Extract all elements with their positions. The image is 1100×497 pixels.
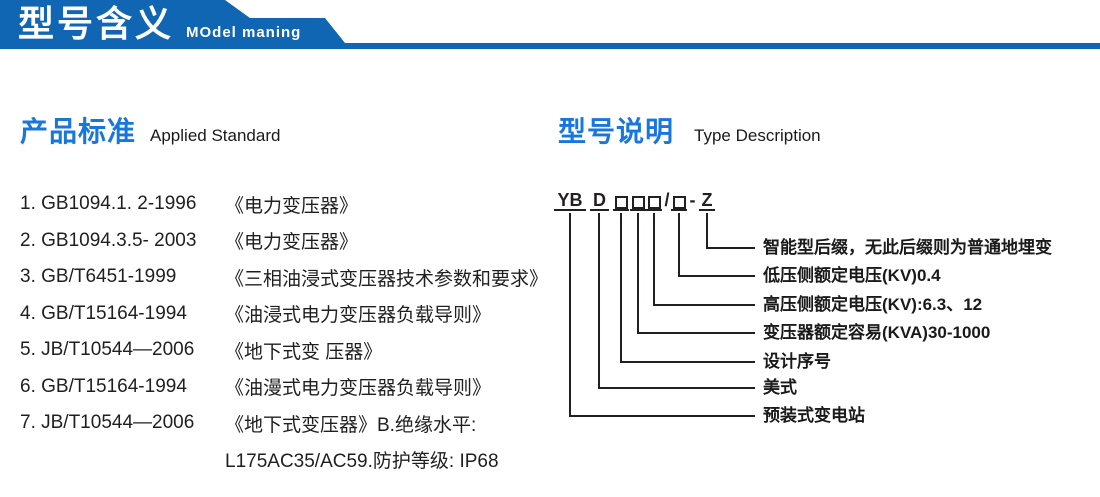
connector-line	[569, 415, 755, 417]
standard-title: L175AC35/AC59.防护等级: IP68	[225, 451, 499, 473]
list-item: 3. GB/T6451-1999 《三相油浸式变压器技术参数和要求》	[20, 259, 560, 296]
label-lv-voltage: 低压侧额定电压(KV)0.4	[763, 266, 941, 285]
label-design-serial: 设计序号	[763, 352, 831, 371]
standard-code: 6. GB/T15164-1994	[20, 375, 187, 397]
heading-zh: 产品标准	[20, 116, 137, 147]
list-item: 2. GB1094.3.5- 2003 《电力变压器》	[20, 223, 560, 260]
applied-standard-heading: 产品标准 Applied Standard	[20, 110, 280, 150]
connector-line	[653, 304, 755, 306]
list-item: 4. GB/T15164-1994 《油浸式电力变压器负载导则》	[20, 296, 560, 333]
connector-line	[598, 387, 755, 389]
connector-line	[706, 247, 755, 249]
label-rated-capacity: 变压器额定容易(KVA)30-1000	[763, 323, 991, 342]
model-box-underline	[646, 193, 662, 211]
connector-line	[620, 361, 755, 363]
label-hv-voltage: 高压侧额定电压(KV):6.3、12	[763, 295, 983, 314]
connector-line	[653, 213, 655, 306]
standard-code: 1. GB1094.1. 2-1996	[20, 193, 197, 215]
model-part-yb: YB	[554, 191, 586, 211]
standard-title: 《电力变压器》	[225, 232, 359, 254]
standard-code: 4. GB/T15164-1994	[20, 302, 187, 324]
model-part-d: D	[590, 191, 609, 211]
banner-ribbon	[0, 0, 1100, 49]
model-box	[673, 196, 686, 209]
model-suffix-z: Z	[699, 191, 715, 211]
standard-title: 《电力变压器》	[225, 195, 359, 217]
model-box	[615, 196, 628, 209]
connector-line	[620, 213, 622, 363]
standard-title: 《油漫式电力变压器负载导则》	[225, 378, 492, 400]
standard-title: 《三相油浸式变压器技术参数和要求》	[225, 268, 549, 290]
label-prefab-substation: 预装式变电站	[763, 406, 865, 425]
connector-line	[569, 213, 571, 417]
heading-zh: 型号说明	[558, 116, 675, 147]
page-title-en: MOdel maning	[186, 24, 302, 41]
connector-line	[706, 213, 708, 249]
connector-line	[598, 213, 600, 389]
list-item: 1. GB1094.1. 2-1996 《电力变压器》	[20, 186, 560, 223]
list-item: 7. JB/T10544—2006 《地下式变压器》B.绝缘水平:	[20, 405, 560, 442]
label-smart-suffix: 智能型后缀，无此后缀则为普通地埋变	[763, 238, 1052, 257]
model-box	[648, 196, 661, 209]
page-title: 型号含义	[18, 3, 175, 44]
standard-code: 5. JB/T10544—2006	[20, 339, 195, 361]
list-item: 5. JB/T10544—2006 《地下式变 压器》	[20, 332, 560, 369]
connector-line	[637, 213, 639, 334]
standard-title: 《地下式变 压器》	[225, 341, 383, 363]
model-box-capacity-underline	[613, 193, 629, 211]
label-american-style: 美式	[763, 378, 797, 397]
heading-en: Type Description	[694, 126, 821, 145]
list-item: L175AC35/AC59.防护等级: IP68	[20, 442, 560, 479]
standard-code: 3. GB/T6451-1999	[20, 266, 177, 288]
list-item: 6. GB/T15164-1994 《油漫式电力变压器负载导则》	[20, 369, 560, 406]
standards-list: 1. GB1094.1. 2-1996 《电力变压器》 2. GB1094.3.…	[20, 186, 560, 478]
model-box	[632, 196, 645, 209]
model-slash: /	[664, 190, 670, 210]
connector-line	[678, 275, 755, 277]
connector-line	[678, 213, 680, 277]
standard-code: 2. GB1094.3.5- 2003	[20, 229, 197, 251]
standard-title: 《地下式变压器》B.绝缘水平:	[225, 414, 477, 436]
model-dash: -	[689, 190, 696, 210]
standard-title: 《油浸式电力变压器负载导则》	[225, 305, 492, 327]
model-box-underline	[671, 193, 687, 211]
standard-code: 7. JB/T10544—2006	[20, 412, 195, 434]
heading-en: Applied Standard	[150, 126, 281, 145]
connector-line	[637, 332, 755, 334]
type-description-heading: 型号说明 Type Description	[558, 110, 821, 150]
model-box-underline	[630, 193, 646, 211]
